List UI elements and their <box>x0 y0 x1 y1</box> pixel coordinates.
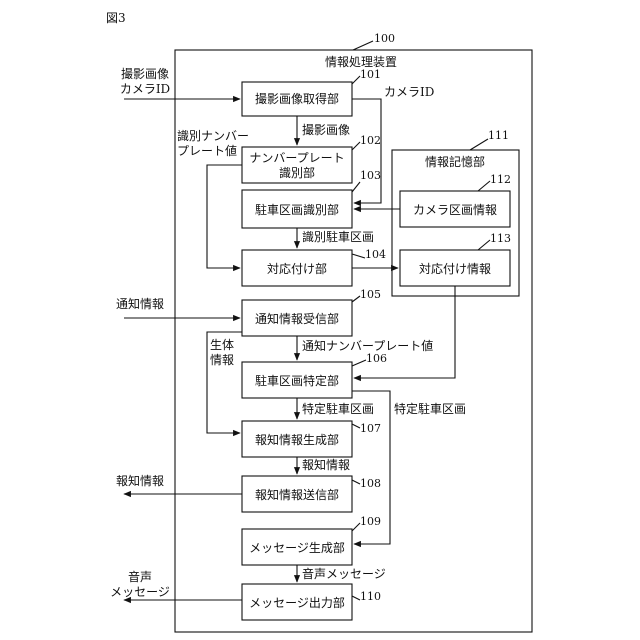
block-109-ref: 109 <box>360 515 381 528</box>
signal-camera-id: カメラID <box>384 85 434 99</box>
signal-alert-info: 報知情報 <box>302 458 350 472</box>
block-105-label: 通知情報受信部 <box>255 311 339 326</box>
device-ref: 100 <box>374 32 395 45</box>
block-105-ref: 105 <box>360 288 381 301</box>
signal-plate-value-1: 識別ナンバー <box>177 129 249 143</box>
signal-alert-out: 報知情報 <box>116 474 164 488</box>
block-108-ref: 108 <box>360 477 381 490</box>
block-112-label: カメラ区画情報 <box>413 203 497 217</box>
signal-plate-value-2: プレート値 <box>177 143 237 158</box>
block-102-ref: 102 <box>360 134 381 147</box>
block-102-label-2: 識別部 <box>279 165 315 180</box>
block-106-ref: 106 <box>366 352 387 365</box>
signal-input-image-1: 撮影画像 <box>121 67 169 81</box>
block-101-ref: 101 <box>360 68 381 81</box>
storage-ref: 111 <box>488 129 509 142</box>
block-107-ref: 107 <box>360 422 381 435</box>
signal-voice-out-1: 音声 <box>128 569 152 584</box>
signal-notify-plate: 通知ナンバープレート値 <box>302 338 433 353</box>
block-104-ref: 104 <box>365 248 386 261</box>
signal-biometric-2: 情報 <box>210 353 234 367</box>
signal-voice-out-2: メッセージ <box>110 585 170 599</box>
block-104-label: 対応付け部 <box>267 261 327 276</box>
block-107-label: 報知情報生成部 <box>255 432 339 447</box>
figure-label: 図3 <box>106 11 126 25</box>
block-112-ref: 112 <box>490 173 511 186</box>
signal-notification-in: 通知情報 <box>116 297 164 311</box>
block-110-label: メッセージ出力部 <box>249 595 345 610</box>
block-103-label: 駐車区画識別部 <box>255 202 339 217</box>
signal-voice-message: 音声メッセージ <box>302 566 386 581</box>
block-102-label-1: ナンバープレート <box>249 151 344 165</box>
block-103-ref: 103 <box>360 169 381 182</box>
block-108-label: 報知情報送信部 <box>255 487 339 502</box>
signal-identified-section: 識別駐車区画 <box>302 229 374 244</box>
signal-specific-section-2: 特定駐車区画 <box>394 401 466 416</box>
device-title: 情報処理装置 <box>325 55 397 69</box>
block-101-label: 撮影画像取得部 <box>255 91 339 106</box>
signal-captured-image: 撮影画像 <box>302 123 350 137</box>
signal-biometric-1: 生体 <box>210 338 234 352</box>
block-109-label: メッセージ生成部 <box>249 540 345 555</box>
device-ref-leader <box>353 41 373 50</box>
block-113-ref: 113 <box>490 232 511 245</box>
signal-input-image-2: カメラID <box>120 82 170 96</box>
signal-specific-section-1: 特定駐車区画 <box>302 401 374 416</box>
block-110-ref: 110 <box>360 590 381 603</box>
block-113-label: 対応付け情報 <box>419 262 491 276</box>
storage-title: 情報記憶部 <box>425 154 485 169</box>
block-106-label: 駐車区画特定部 <box>255 373 339 388</box>
